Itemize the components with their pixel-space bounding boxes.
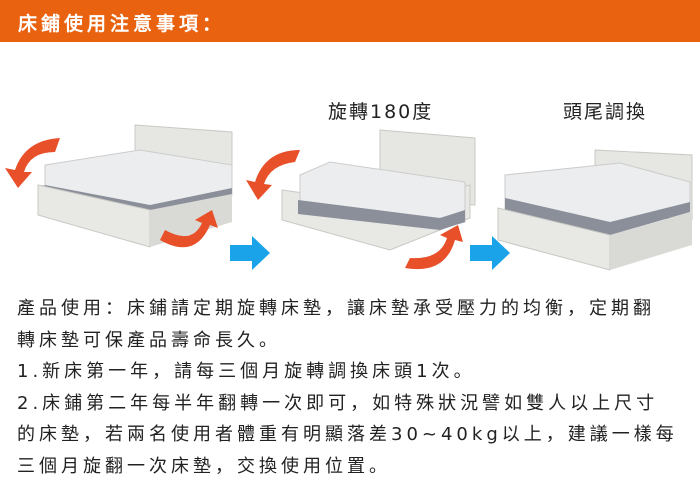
next-arrow-icon [230, 236, 270, 270]
mattress-rotation-illustration [5, 124, 693, 271]
bed-image-3 [497, 149, 693, 271]
instruction-line: 轉床墊可保產品壽命長久。 [17, 329, 281, 351]
caption-head-tail-swap: 頭尾調換 [563, 101, 648, 123]
header-bar: 床鋪使用注意事項： [0, 0, 700, 42]
rotate-arrow-icon [5, 138, 60, 188]
rotate-arrow-icons [5, 138, 463, 270]
instruction-line: 2.床鋪第二年每半年翻轉一次即可，如特殊狀況譬如雙人以上尺寸 [17, 392, 659, 414]
usage-instructions: 產品使用：床鋪請定期旋轉床墊，讓床墊承受壓力的均衡，定期翻 轉床墊可保產品壽命長… [17, 293, 692, 482]
rotate-arrow-icon [160, 210, 218, 248]
caption-rotate-180: 旋轉180度 [328, 101, 434, 123]
instruction-line: 三個月旋翻一次床墊，交換使用位置。 [17, 455, 391, 477]
header-title: 床鋪使用注意事項： [18, 13, 226, 35]
next-arrow-icon [470, 236, 510, 270]
rotate-arrow-icon [246, 150, 300, 200]
instruction-line: 產品使用：床鋪請定期旋轉床墊，讓床墊承受壓力的均衡，定期翻 [17, 298, 655, 319]
instruction-line: 的床墊，若兩名使用者體重有明顯落差30~40kg以上，建議一樣每 [17, 424, 678, 445]
bed-image-2 [281, 129, 476, 251]
instruction-line: 1.新床第一年，請每三個月旋轉調換床頭1次。 [17, 361, 476, 382]
bed-image-1 [37, 124, 233, 248]
rotate-arrow-icon [405, 225, 463, 270]
